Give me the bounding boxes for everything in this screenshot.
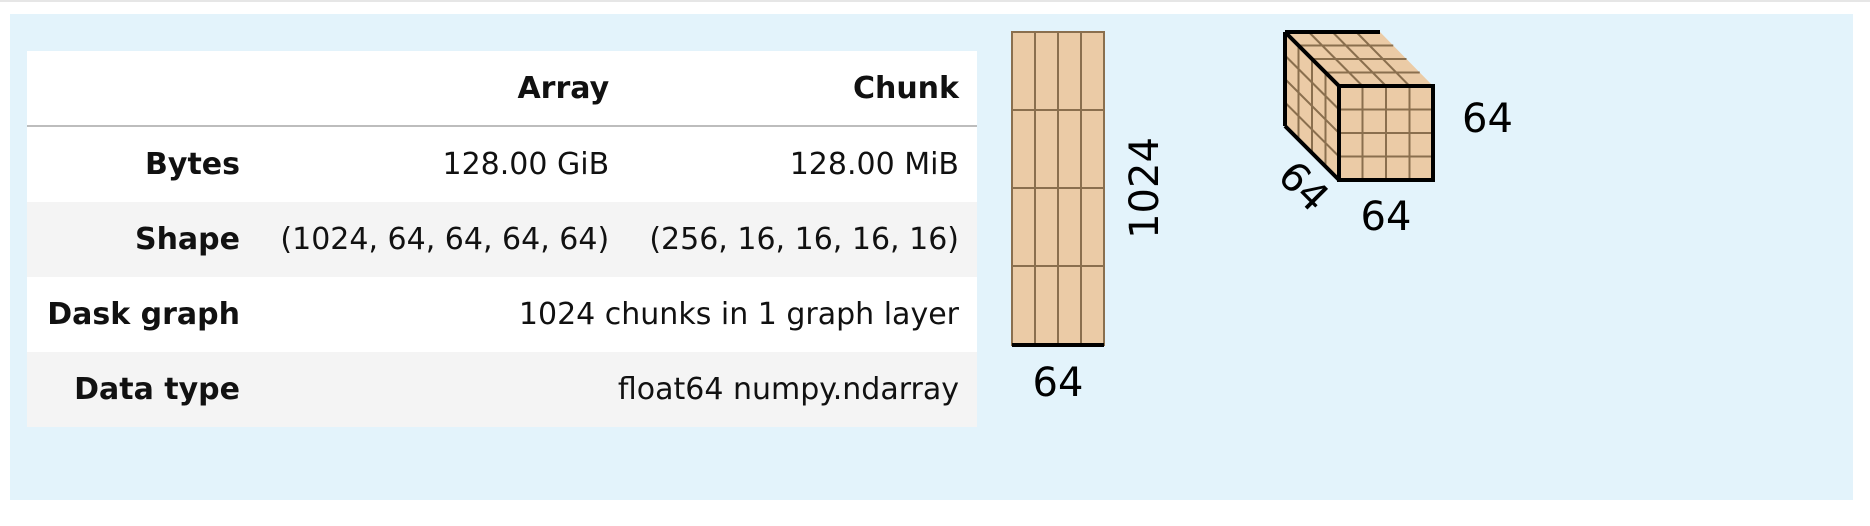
rect-height-label: 1024 bbox=[1122, 137, 1168, 239]
table-row-bytes: Bytes 128.00 GiB 128.00 MiB bbox=[27, 126, 977, 202]
rect-grid bbox=[1012, 32, 1104, 345]
table-row-data-type: Data type float64 numpy.ndarray bbox=[27, 352, 977, 427]
row-label-dask-graph: Dask graph bbox=[47, 297, 240, 332]
header-blank bbox=[27, 51, 258, 127]
rect-width-label: 64 bbox=[1033, 360, 1084, 406]
array-info-table: Array Chunk Bytes 128.00 GiB 128.00 MiB … bbox=[27, 51, 977, 427]
shape-chunk-value: (256, 16, 16, 16, 16) bbox=[649, 222, 959, 257]
cube-grid-line bbox=[1284, 101, 1340, 158]
data-type-value: float64 numpy.ndarray bbox=[617, 372, 959, 407]
header-array: Array bbox=[258, 51, 628, 127]
header-chunk: Chunk bbox=[627, 51, 977, 127]
cube-right-label: 64 bbox=[1462, 96, 1513, 142]
cube-grid-line bbox=[1284, 78, 1340, 134]
row-label-shape: Shape bbox=[134, 222, 240, 257]
bytes-array-value: 128.00 GiB bbox=[442, 147, 610, 182]
cube-edges bbox=[1283, 30, 1435, 182]
rect-diagram: 64 1024 bbox=[1011, 31, 1168, 406]
row-label-data-type: Data type bbox=[74, 372, 240, 407]
table-header-row: Array Chunk bbox=[27, 51, 977, 127]
cube-diagram: 64 64 64 bbox=[1269, 30, 1513, 240]
top-divider bbox=[0, 0, 1870, 2]
dask-graph-value: 1024 chunks in 1 graph layer bbox=[518, 297, 959, 332]
cube-grid bbox=[1284, 31, 1433, 180]
table-row-dask-graph: Dask graph 1024 chunks in 1 graph layer bbox=[27, 277, 977, 352]
cube-bottom-label: 64 bbox=[1361, 194, 1412, 240]
table-row-shape: Shape (1024, 64, 64, 64, 64) (256, 16, 1… bbox=[27, 202, 977, 277]
bytes-chunk-value: 128.00 MiB bbox=[789, 147, 959, 182]
shape-array-value: (1024, 64, 64, 64, 64) bbox=[280, 222, 610, 257]
cube-grid-line bbox=[1355, 31, 1411, 87]
row-label-bytes: Bytes bbox=[145, 147, 240, 182]
